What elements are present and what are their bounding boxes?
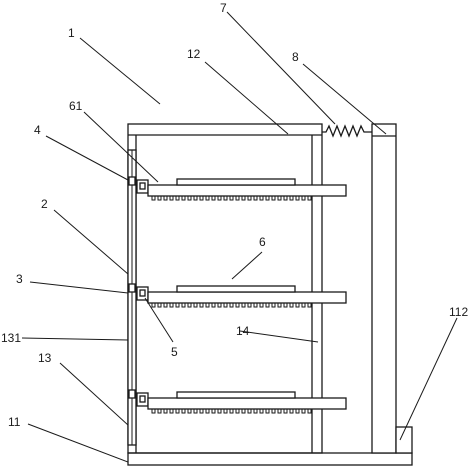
reference-labels: 1 7 12 8 61 4 2 6 3 131 14 5 112 13 11: [1, 1, 468, 429]
label-11: 11: [8, 415, 21, 429]
side-column: [371, 123, 397, 454]
slider-pin-1: [139, 182, 146, 190]
tray-3: [176, 391, 296, 399]
label-2: 2: [41, 197, 48, 211]
shelf-bar-2: [147, 291, 347, 304]
rack-teeth-3: [151, 409, 312, 414]
shelf-bar-1: [147, 184, 347, 197]
label-3: 3: [16, 272, 23, 286]
rail-wheel-1: [128, 176, 136, 186]
label-61: 61: [69, 99, 83, 113]
leader-lines: [21, 11, 458, 463]
label-4: 4: [34, 123, 41, 137]
slider-pin-3: [139, 395, 146, 403]
label-5: 5: [171, 345, 178, 359]
slider-pin-2: [139, 289, 146, 297]
tray-2: [176, 285, 296, 293]
label-6: 6: [259, 235, 266, 249]
label-8: 8: [292, 50, 299, 64]
label-112: 112: [449, 305, 468, 319]
label-131: 131: [1, 331, 21, 345]
rack-teeth-2: [151, 303, 312, 308]
label-1: 1: [68, 26, 75, 40]
shelves: [128, 176, 347, 414]
spring: [322, 124, 372, 138]
left-rail: [127, 149, 137, 446]
label-12: 12: [187, 47, 201, 61]
foot-block: [395, 426, 413, 454]
tray-1: [176, 178, 296, 186]
rail-wheel-3: [128, 389, 136, 399]
label-13: 13: [38, 351, 52, 365]
rack-teeth-1: [151, 196, 312, 201]
rail-wheel-2: [128, 283, 136, 293]
label-7: 7: [220, 1, 227, 15]
shelf-bar-3: [147, 397, 347, 410]
label-14: 14: [236, 324, 250, 338]
